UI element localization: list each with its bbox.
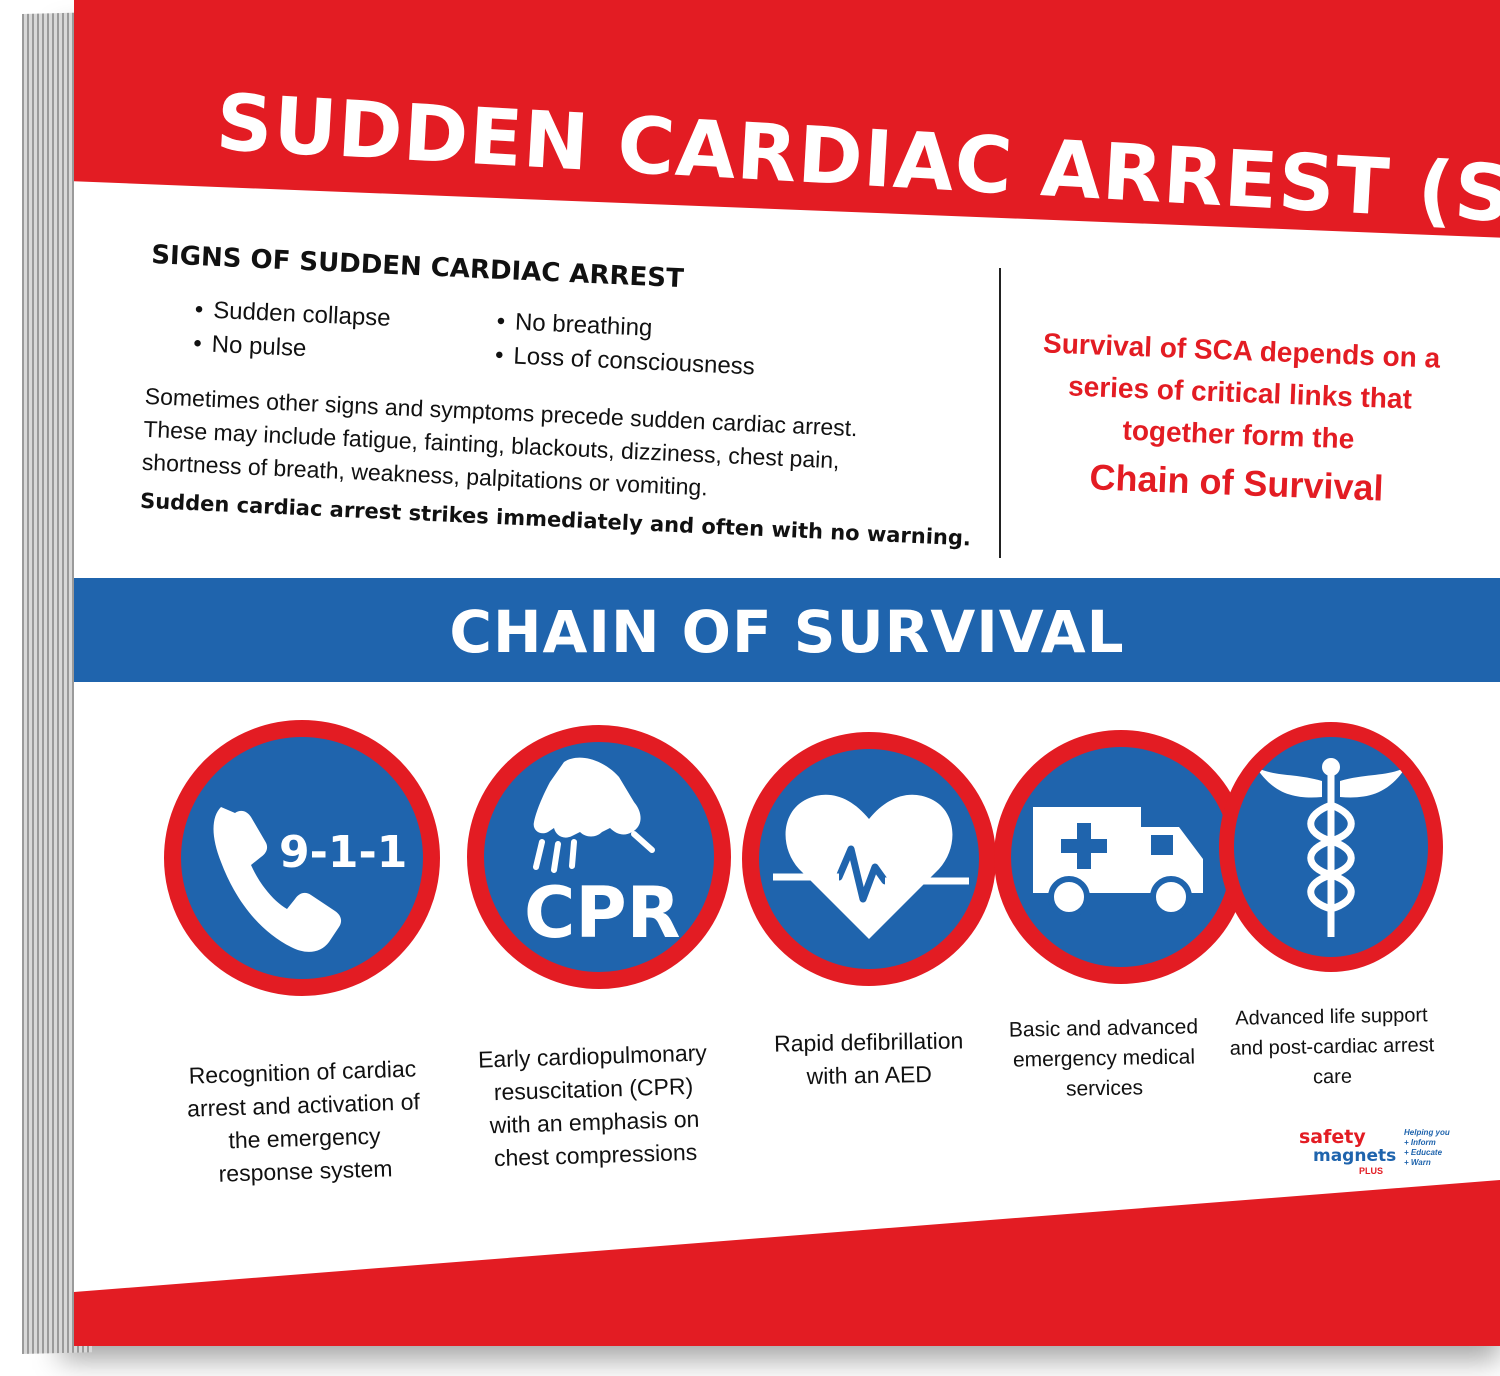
survival-note: Survival of SCA depends on a series of c… bbox=[1016, 322, 1463, 519]
heartbeat-icon bbox=[773, 794, 969, 939]
poster: SUDDEN CARDIAC ARREST (SCA) SIGNS OF SUD… bbox=[74, 0, 1500, 1346]
logo-suffix: PLUS bbox=[1359, 1166, 1384, 1176]
caption-line: and post-cardiac arrest bbox=[1229, 1034, 1435, 1060]
caption-line: Recognition of cardiac bbox=[188, 1055, 417, 1089]
signs-section: SIGNS OF SUDDEN CARDIAC ARREST Sudden co… bbox=[140, 240, 972, 550]
caption-line: the emergency bbox=[228, 1122, 381, 1154]
logo-word: safety bbox=[1299, 1126, 1366, 1148]
list-item: No breathing bbox=[496, 308, 653, 343]
caption-line: with an emphasis on bbox=[489, 1105, 700, 1139]
caption-line: care bbox=[1312, 1065, 1353, 1089]
link-caption: Basic and advanced emergency medical ser… bbox=[993, 1012, 1215, 1106]
emergency-number: 9-1-1 bbox=[279, 827, 408, 878]
logo-tagline: Helping you + Inform + Educate + Warn bbox=[1404, 1128, 1450, 1168]
caption-line: Early cardiopulmonary bbox=[477, 1039, 708, 1073]
caption-line: emergency medical bbox=[1012, 1045, 1196, 1072]
caption-line: arrest and activation of bbox=[186, 1088, 421, 1122]
tagline-line: Helping you bbox=[1404, 1128, 1450, 1137]
caption-line: Rapid defibrillation bbox=[773, 1027, 964, 1057]
tagline-line: + Warn bbox=[1404, 1158, 1431, 1167]
logo-word: magnets bbox=[1313, 1146, 1397, 1166]
cpr-circle: CPR bbox=[467, 725, 731, 989]
link-caption: Rapid defibrillation with an AED bbox=[748, 1024, 989, 1094]
caption-line: chest compressions bbox=[493, 1138, 698, 1172]
caption-line: response system bbox=[218, 1155, 393, 1187]
link-caption: Early cardiopulmonary resuscitation (CPR… bbox=[462, 1036, 726, 1176]
caption-line: with an AED bbox=[806, 1060, 933, 1090]
list-item: Sudden collapse bbox=[194, 296, 392, 333]
chain-title: CHAIN OF SURVIVAL bbox=[449, 598, 1125, 666]
caption-line: Advanced life support bbox=[1235, 1004, 1428, 1030]
heart-circle bbox=[742, 732, 996, 986]
caption-line: resuscitation (CPR) bbox=[493, 1072, 694, 1106]
phone-circle: 9-1-1 bbox=[164, 720, 440, 996]
bottom-red-banner bbox=[74, 1180, 1500, 1346]
cpr-label: CPR bbox=[524, 872, 681, 954]
list-item: Loss of consciousness bbox=[494, 342, 755, 382]
phone-icon bbox=[213, 807, 342, 952]
caduceus-icon bbox=[1256, 758, 1406, 937]
link-caption: Recognition of cardiac arrest and activa… bbox=[172, 1052, 436, 1192]
ambulance-circle bbox=[994, 730, 1248, 984]
cpr-hands-icon bbox=[533, 757, 655, 873]
caption-line: Basic and advanced bbox=[1008, 1015, 1199, 1042]
tagline-line: + Educate bbox=[1404, 1148, 1443, 1157]
brand-logo: safety magnets PLUS Helping you + Inform… bbox=[1299, 1126, 1459, 1186]
caduceus-circle bbox=[1219, 722, 1443, 972]
tagline-line: + Inform bbox=[1404, 1138, 1436, 1147]
ambulance-icon bbox=[1033, 807, 1203, 918]
list-item: No pulse bbox=[193, 330, 307, 363]
vertical-divider bbox=[999, 268, 1001, 558]
link-caption: Advanced life support and post-cardiac a… bbox=[1221, 1000, 1443, 1094]
caption-line: services bbox=[1065, 1076, 1144, 1101]
blue-banner: CHAIN OF SURVIVAL bbox=[74, 578, 1500, 682]
